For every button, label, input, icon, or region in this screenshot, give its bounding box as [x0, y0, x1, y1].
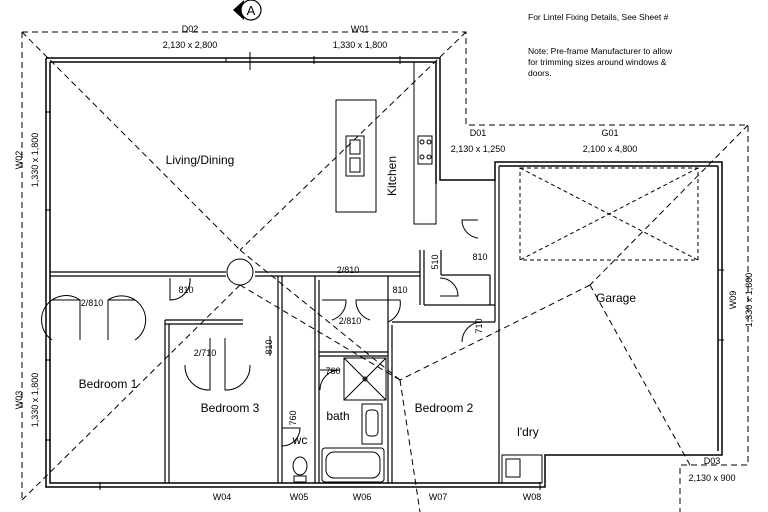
preframe-note-line: for trimming sizes around windows &: [528, 57, 667, 67]
preframe-note-line: Note: Pre-frame Manufacturer to allow: [528, 46, 673, 56]
external-walls: [45, 57, 723, 488]
room-laundry: l'dry: [517, 425, 539, 439]
room-labels: Living/Dining Kitchen Garage Bedroom 1 B…: [79, 153, 637, 447]
preframe-note: Note: Pre-frame Manufacturer to allow fo…: [528, 46, 728, 79]
kitchen-joinery: [335, 61, 437, 225]
window-marks: [45, 52, 724, 490]
w04-id: W04: [213, 492, 232, 502]
room-living-dining: Living/Dining: [166, 153, 235, 167]
d03-size: 2,130 x 900: [688, 473, 735, 483]
w07-id: W07: [429, 492, 448, 502]
door-2810-hall: 2/810: [337, 265, 360, 275]
lintel-note: For Lintel Fixing Details, See Sheet #: [528, 12, 669, 22]
d01-id: D01: [470, 128, 487, 138]
w08-id: W08: [523, 492, 542, 502]
door-810-bed2: 810: [392, 285, 407, 295]
room-wc: wc: [292, 433, 308, 447]
d03-id: D03: [704, 456, 721, 466]
d01-size: 2,130 x 1,250: [451, 144, 506, 154]
door-2810-linen: 2/810: [339, 316, 362, 326]
w02-size: 1,330 x 1,800: [30, 133, 40, 188]
bathroom-fixtures: [292, 357, 543, 484]
door-size-labels: 810 810 810 510 2/810 2/810 2/810 2/710 …: [81, 252, 488, 426]
g01-size: 2,100 x 4,800: [583, 144, 638, 154]
room-bath: bath: [326, 409, 349, 423]
section-marker: A: [233, 0, 262, 21]
door-810-bed3: 810: [264, 339, 274, 354]
d02-id: D02: [182, 24, 199, 34]
garage-door-outline: [519, 167, 699, 261]
g01-id: G01: [601, 128, 618, 138]
door-swings: [41, 219, 483, 447]
door-810-garage: 810: [472, 252, 487, 262]
door-760-wc: 760: [288, 410, 298, 425]
w01-size: 1,330 x 1,800: [333, 40, 388, 50]
door-810-bed1: 810: [178, 285, 193, 295]
opening-labels: D02 2,130 x 2,800 W01 1,330 x 1,800 D01 …: [14, 24, 754, 502]
w06-id: W06: [353, 492, 372, 502]
door-760-bath: 760: [325, 366, 340, 376]
w01-id: W01: [351, 24, 370, 34]
wardrobe-2710-bed3: 2/710: [194, 348, 217, 358]
room-garage: Garage: [596, 291, 636, 305]
door-710-laundry: 710: [474, 318, 484, 333]
w05-id: W05: [290, 492, 309, 502]
w09-size: 1,330 x 1,800: [744, 273, 754, 328]
room-kitchen: Kitchen: [385, 156, 399, 196]
room-bedroom-3: Bedroom 3: [201, 401, 260, 415]
w03-size: 1,330 x 1,800: [30, 373, 40, 428]
section-marker-label: A: [247, 3, 256, 18]
d02-size: 2,130 x 2,800: [163, 40, 218, 50]
w09-id: W09: [728, 291, 738, 310]
door-510: 510: [430, 254, 440, 269]
wardrobe-2810-bed1: 2/810: [81, 298, 104, 308]
preframe-note-line: doors.: [528, 68, 552, 78]
w02-id: W02: [14, 151, 24, 170]
w03-id: W03: [14, 391, 24, 410]
internal-walls: [50, 166, 500, 483]
room-bedroom-2: Bedroom 2: [415, 401, 474, 415]
room-bedroom-1: Bedroom 1: [79, 377, 138, 391]
roof-hip-lines: [21, 31, 749, 512]
